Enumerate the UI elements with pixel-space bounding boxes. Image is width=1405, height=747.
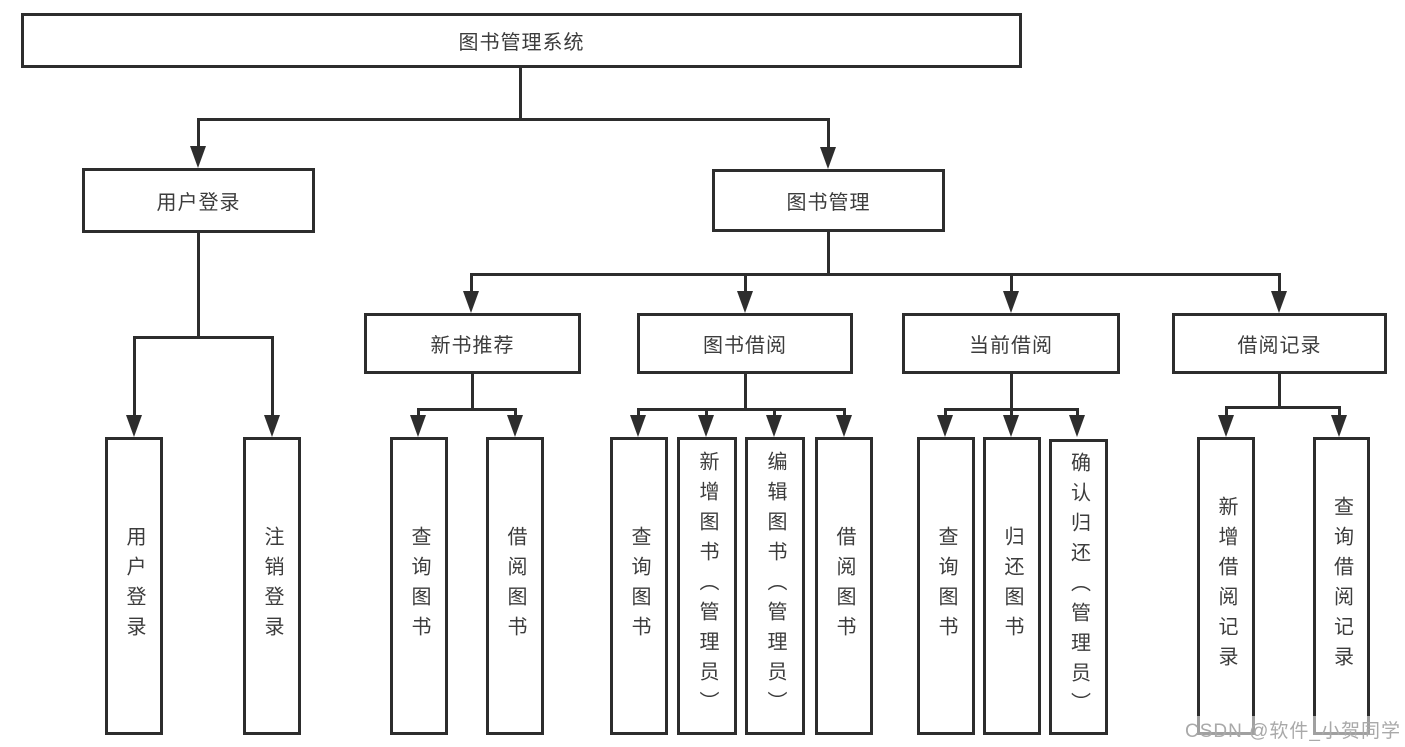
arrow-down-icon [836,415,852,437]
leaf-query-borrow-record-label: 查询借阅记录 [1330,496,1353,676]
connector-line [1225,406,1341,409]
connector-line [1076,408,1079,418]
leaf-borrow-book-recommend: 借阅图书 [486,437,544,735]
connector-line [133,336,136,418]
node-new-book-recommend-label: 新书推荐 [430,335,515,357]
arrow-down-icon [1003,415,1019,437]
leaf-logout-label: 注销登录 [261,526,283,646]
connector-line [843,408,846,418]
connector-line [271,336,274,418]
leaf-return-book-label: 归还图书 [1001,526,1023,646]
arrow-down-icon [737,291,753,313]
node-book-borrow: 图书借阅 [637,313,853,374]
node-book-borrow-label: 图书借阅 [703,335,787,357]
connector-line [197,118,830,121]
node-root: 图书管理系统 [21,13,1022,68]
connector-line [417,408,517,411]
leaf-query-book-current: 查询图书 [917,437,975,735]
connector-line [1225,406,1228,418]
leaf-user-login-label: 用户登录 [123,526,145,646]
connector-line [705,408,708,418]
arrow-down-icon [126,415,142,437]
node-new-book-recommend: 新书推荐 [364,313,581,374]
arrow-down-icon [1069,415,1085,437]
leaf-confirm-return-admin-label: 确认归还（管理员） [1067,452,1090,722]
leaf-edit-book-admin-label: 编辑图书（管理员） [764,451,786,721]
arrow-down-icon [1331,415,1347,437]
csdn-watermark: CSDN @软件_小贺同学 [1183,716,1403,743]
arrow-down-icon [410,415,426,437]
leaf-add-book-admin: 新增图书（管理员） [677,437,737,735]
node-borrow-records: 借阅记录 [1172,313,1387,374]
leaf-query-book-borrow-label: 查询图书 [628,526,650,646]
arrow-down-icon [463,291,479,313]
arrow-down-icon [1271,291,1287,313]
arrow-down-icon [820,147,836,169]
arrow-down-icon [630,415,646,437]
leaf-add-borrow-record: 新增借阅记录 [1197,437,1255,735]
arrow-down-icon [507,415,523,437]
connector-line [1278,273,1281,295]
connector-line [471,374,474,411]
connector-line [519,68,522,121]
connector-line [470,273,473,295]
connector-line [1010,374,1013,411]
leaf-return-book: 归还图书 [983,437,1041,735]
arrow-down-icon [766,415,782,437]
arrow-down-icon [190,146,206,168]
leaf-add-borrow-record-label: 新增借阅记录 [1215,496,1237,676]
connector-line [197,233,200,339]
arrow-down-icon [937,415,953,437]
leaf-query-book-recommend: 查询图书 [390,437,448,735]
arrow-down-icon [1003,291,1019,313]
leaf-borrow-book-label: 借阅图书 [833,526,855,646]
connector-line [744,273,747,295]
leaf-borrow-book: 借阅图书 [815,437,873,735]
leaf-borrow-book-recommend-label: 借阅图书 [504,526,526,646]
leaf-logout: 注销登录 [243,437,301,735]
leaf-user-login: 用户登录 [105,437,163,735]
connector-line [744,374,747,411]
connector-line [514,408,517,418]
connector-line [637,408,640,418]
connector-line [637,408,846,411]
leaf-query-book-recommend-label: 查询图书 [408,526,430,646]
connector-line [1010,273,1013,295]
connector-line [1278,374,1281,409]
leaf-query-book-current-label: 查询图书 [935,526,957,646]
node-current-borrow-label: 当前借阅 [969,335,1053,357]
connector-line [773,408,776,418]
connector-line [827,232,830,276]
node-user-login-label: 用户登录 [156,192,241,214]
node-book-management: 图书管理 [712,169,945,232]
arrow-down-icon [1218,415,1234,437]
connector-line [944,408,947,418]
connector-line [827,118,830,151]
node-root-label: 图书管理系统 [458,32,585,54]
connector-line [133,336,274,339]
arrow-down-icon [698,415,714,437]
connector-line [1010,408,1013,418]
node-user-login: 用户登录 [82,168,315,233]
leaf-query-book-borrow: 查询图书 [610,437,668,735]
node-current-borrow: 当前借阅 [902,313,1120,374]
leaf-add-book-admin-label: 新增图书（管理员） [696,451,718,721]
connector-line [1338,406,1341,418]
leaf-query-borrow-record: 查询借阅记录 [1313,437,1370,735]
leaf-edit-book-admin: 编辑图书（管理员） [745,437,805,735]
node-borrow-records-label: 借阅记录 [1237,335,1322,357]
connector-line [197,118,200,151]
connector-line [417,408,420,418]
connector-line [470,273,1281,276]
node-book-management-label: 图书管理 [786,192,871,214]
arrow-down-icon [264,415,280,437]
leaf-confirm-return-admin: 确认归还（管理员） [1049,439,1108,735]
